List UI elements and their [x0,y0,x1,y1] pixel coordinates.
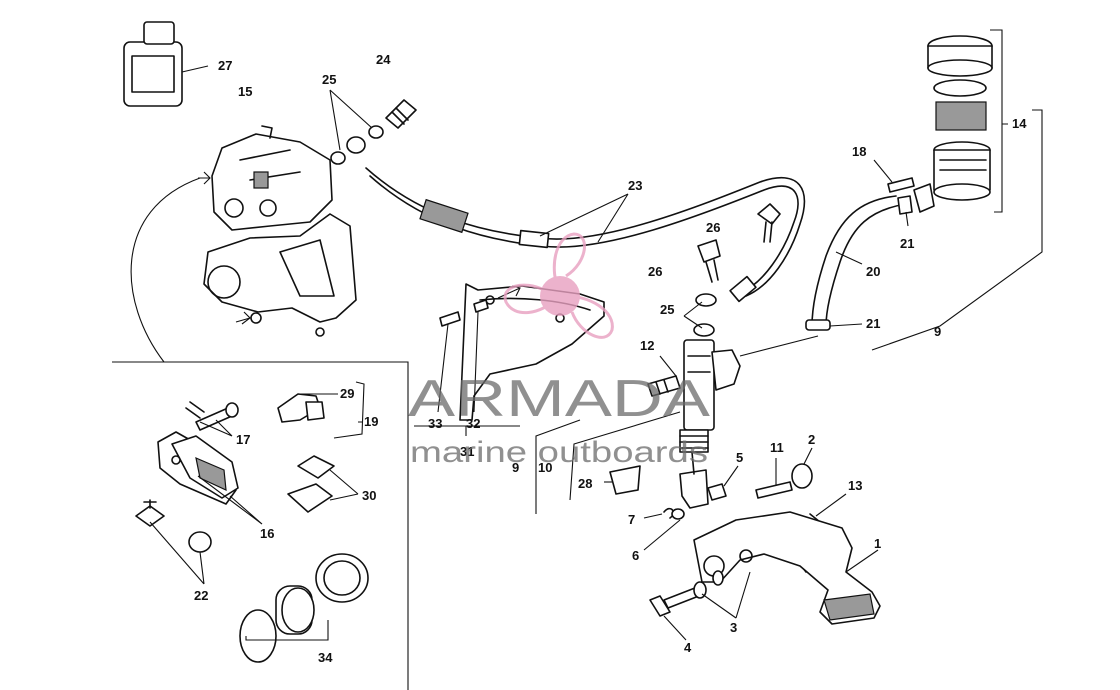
leader-18 [873,159,893,183]
label-9-right: 9 [934,324,941,339]
pedal-bolt [649,570,724,617]
label-11: 11 [770,440,784,455]
leader-6 [643,519,681,551]
master-cylinder [647,339,741,509]
label-1: 1 [874,536,881,551]
label-26a: 26 [706,220,720,235]
leader-4 [663,615,687,641]
label-24: 24 [376,52,391,67]
label-33: 33 [428,416,442,431]
bleed-plugs [135,499,212,553]
leader-2 [803,447,813,465]
label-7: 7 [628,512,635,527]
label-15: 15 [238,84,252,99]
inset-pointer [130,177,201,363]
label-26b: 26 [648,264,662,279]
label-17: 17 [236,432,250,447]
bushing [791,463,813,489]
label-22: 22 [194,588,208,603]
reservoir-hose [805,177,915,331]
watermark-logo-icon [503,232,614,339]
label-10: 10 [538,460,552,475]
leader-16 [197,475,263,525]
watermark: ARMADA marine outboards [408,232,710,469]
leader-25b [683,301,703,329]
leader-20 [835,251,863,265]
leader-7 [643,513,663,519]
pin [707,483,727,501]
pad-pin [185,401,239,431]
leader-13 [815,493,847,517]
label-32: 32 [466,416,480,431]
label-31: 31 [460,444,474,459]
label-13: 13 [848,478,862,493]
label-14: 14 [1012,116,1027,131]
leader-22 [149,521,205,585]
leader-21b [829,323,863,327]
label-16: 16 [260,526,274,541]
brake-pedal [693,511,881,625]
washer [671,508,685,520]
label-3: 3 [730,620,737,635]
label-30: 30 [362,488,376,503]
label-9-mid: 9 [512,460,519,475]
bracket-10 [569,411,681,501]
boot [609,465,641,495]
leader-9-right [739,335,819,357]
leader-25a [329,89,373,151]
fluid-reservoir [913,35,993,213]
inset-frame [112,361,409,690]
pad-spring-clip [277,393,325,423]
label-12: 12 [640,338,654,353]
label-6: 6 [632,548,639,563]
label-23: 23 [628,178,642,193]
pad-retainers [287,455,335,513]
brake-pads [157,431,239,505]
label-25b: 25 [660,302,674,317]
leader-21a [905,211,909,227]
leader-1 [845,549,879,573]
label-5: 5 [736,450,743,465]
label-27: 27 [218,58,232,73]
bracket-34 [245,620,329,641]
bracket-9-right [871,109,1043,351]
bracket-14 [990,29,1008,213]
watermark-brand: ARMADA [408,370,710,428]
banjo-bolts-middle [693,203,781,337]
brake-fluid-bottle [123,21,209,107]
label-29: 29 [340,386,354,401]
label-2: 2 [808,432,815,447]
brake-caliper [198,125,357,337]
label-25a: 25 [322,72,336,87]
label-4: 4 [684,640,692,655]
leader-17 [199,419,233,437]
watermark-tagline: marine outboards [410,436,708,469]
leader-30 [329,469,359,501]
bracket-31 [414,425,520,436]
label-20: 20 [866,264,880,279]
label-19: 19 [364,414,378,429]
bracket-19 [333,381,365,439]
label-34: 34 [318,650,333,665]
leader-3 [701,571,751,619]
leader-23 [539,193,629,243]
label-21a: 21 [900,236,914,251]
leader-5 [723,465,739,487]
label-21b: 21 [866,316,880,331]
label-18: 18 [852,144,866,159]
brake-hose [365,167,806,303]
leader-12 [659,355,677,377]
leader-32-33 [437,311,479,413]
clip [663,507,675,519]
banjo-bolt-upper [330,99,417,165]
pivot-bolt [755,481,793,499]
label-28: 28 [578,476,592,491]
bracket-9-mid [535,419,581,514]
piston-kit [239,553,369,663]
